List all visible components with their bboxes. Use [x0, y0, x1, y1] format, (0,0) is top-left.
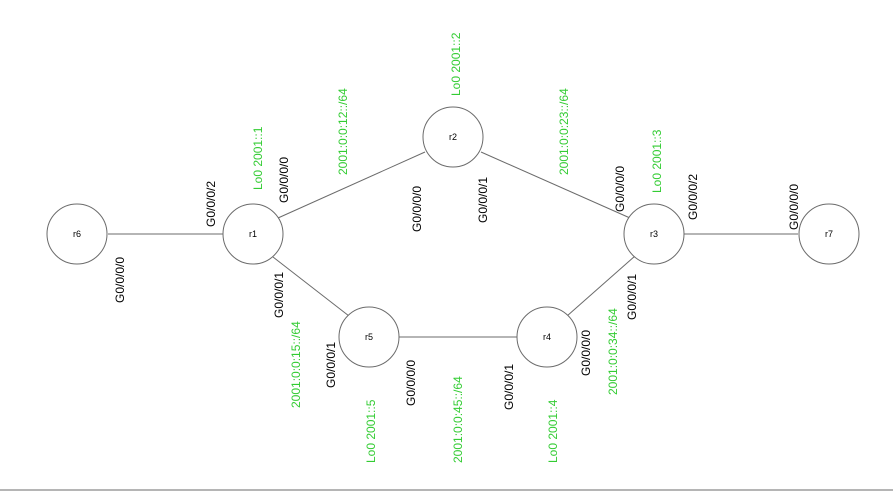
router-label: r5 — [365, 332, 373, 342]
router-r5[interactable]: r5 — [338, 306, 400, 368]
interface-label-r5-g0: G0/0/0/0 — [404, 360, 418, 406]
interface-label-r3-g0: G0/0/0/0 — [613, 166, 627, 212]
router-r4[interactable]: r4 — [516, 306, 578, 368]
router-r7[interactable]: r7 — [798, 203, 860, 265]
link-r1-r2 — [277, 151, 426, 219]
subnet-label-r3-r4: 2001:0:0:34::/64 — [606, 308, 620, 395]
interface-label-r4-g0: G0/0/0/0 — [579, 330, 593, 376]
interface-label-r5-g1: G0/0/0/1 — [324, 342, 338, 388]
router-r2[interactable]: r2 — [422, 106, 484, 168]
interface-label-r1-g1: G0/0/0/1 — [272, 272, 286, 318]
loopback-label-r2: Lo0 2001::2 — [449, 32, 463, 96]
router-label: r6 — [73, 229, 81, 239]
loopback-label-r1: Lo0 2001::1 — [251, 126, 265, 190]
interface-label-r3-g1: G0/0/0/1 — [625, 274, 639, 320]
subnet-label-r1-r2: 2001:0:0:12::/64 — [336, 88, 350, 175]
link-r2-r3 — [480, 151, 631, 219]
interface-label-r4-g1: G0/0/0/1 — [502, 364, 516, 410]
interface-label-r1-g0: G0/0/0/0 — [277, 157, 291, 203]
router-label: r3 — [650, 229, 658, 239]
router-r3[interactable]: r3 — [623, 203, 685, 265]
router-r6[interactable]: r6 — [46, 203, 108, 265]
router-label: r1 — [249, 229, 257, 239]
router-label: r4 — [543, 332, 551, 342]
subnet-label-r4-r5: 2001:0:0:45::/64 — [451, 376, 465, 463]
loopback-label-r3: Lo0 2001::3 — [650, 129, 664, 193]
interface-label-r1-g2: G0/0/0/2 — [204, 181, 218, 227]
router-label: r2 — [449, 132, 457, 142]
interface-label-r3-g2: G0/0/0/2 — [686, 174, 700, 220]
subnet-label-r2-r3: 2001:0:0:23::/64 — [557, 88, 571, 175]
interface-label-r6-g0: G0/0/0/0 — [113, 257, 127, 303]
link-r4-r3 — [566, 255, 636, 317]
loopback-label-r5: Lo0 2001::5 — [364, 399, 378, 463]
link-r1-r5 — [272, 256, 350, 317]
router-label: r7 — [825, 229, 833, 239]
router-r1[interactable]: r1 — [222, 203, 284, 265]
interface-label-r7-g0: G0/0/0/0 — [787, 184, 801, 230]
subnet-label-r1-r5: 2001:0:0:15::/64 — [289, 321, 303, 408]
interface-label-r2-g1: G0/0/0/1 — [476, 177, 490, 223]
interface-label-r2-g0: G0/0/0/0 — [410, 186, 424, 232]
loopback-label-r4: Lo0 2001::4 — [546, 399, 560, 463]
